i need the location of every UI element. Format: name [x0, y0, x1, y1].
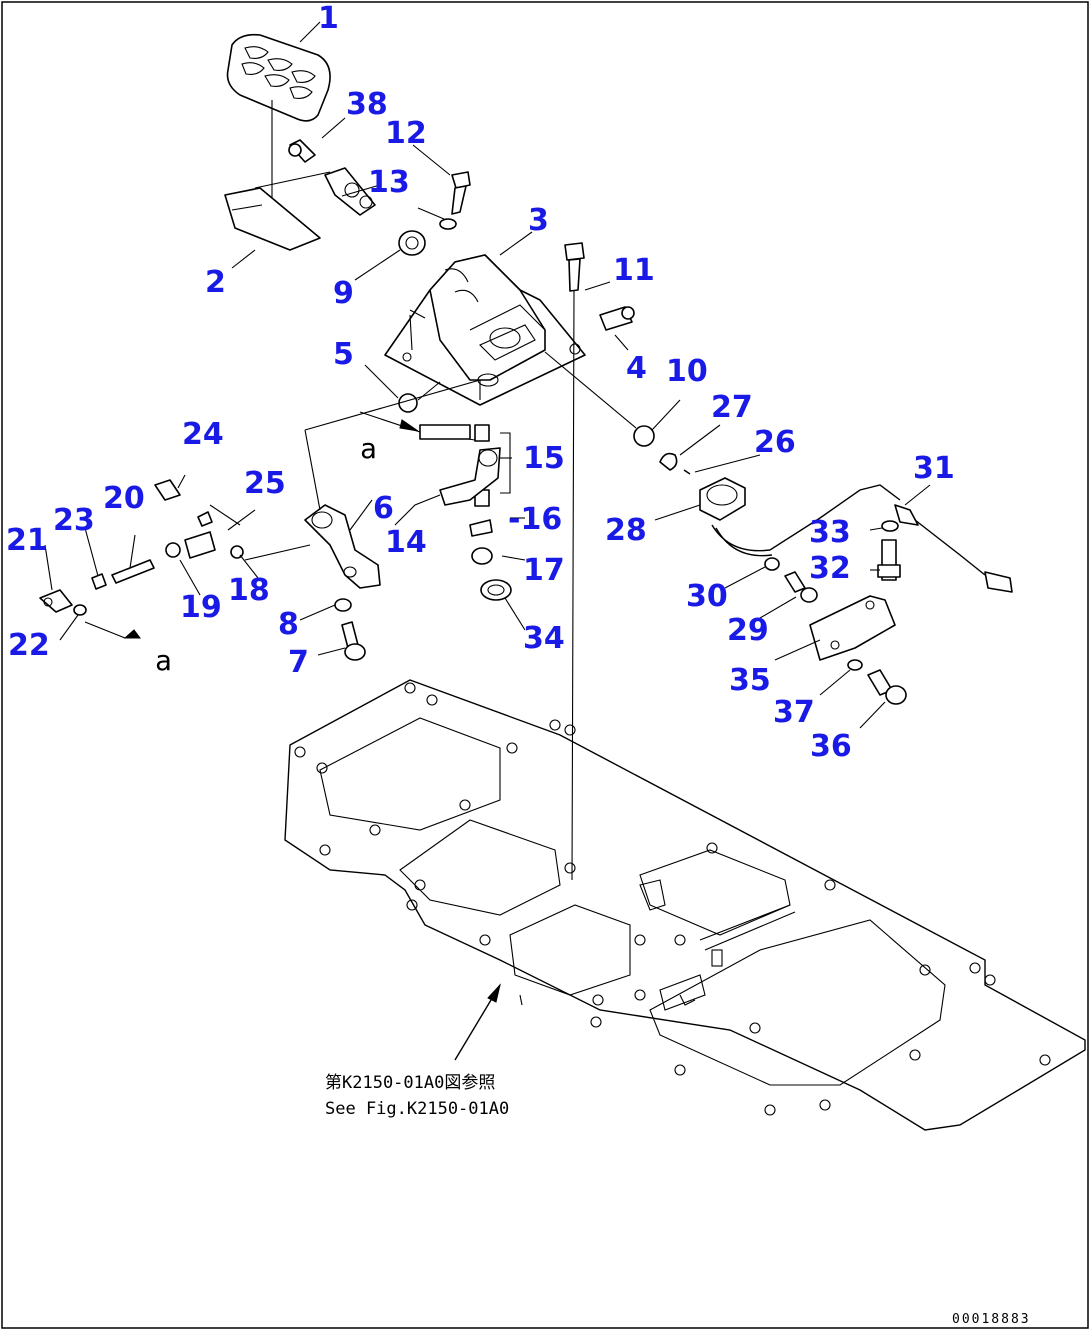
leader-lines [44, 21, 931, 729]
washer-8 [334, 598, 352, 612]
callout-34: 34 [523, 621, 565, 656]
callout-19: 19 [180, 590, 222, 625]
callout-29: 29 [727, 613, 769, 648]
callout-28: 28 [605, 513, 647, 548]
bolt-32 [877, 539, 901, 581]
callout-9: 9 [333, 276, 354, 311]
callout-15: 15 [523, 441, 565, 476]
callout-2: 2 [205, 265, 226, 300]
bolt-12 [451, 171, 471, 215]
lever-14 [439, 447, 501, 506]
washer-33 [881, 520, 899, 532]
reference-arrow [454, 983, 501, 1061]
sensor-28 [699, 477, 1013, 593]
pin-stack [469, 424, 512, 601]
callout-23: 23 [53, 503, 95, 538]
callout-3: 3 [528, 203, 549, 238]
callout-14: 14 [385, 525, 427, 560]
callout-25: 25 [244, 466, 286, 501]
callout-20: 20 [103, 481, 145, 516]
callout-7: 7 [288, 645, 309, 680]
callout-22: 22 [8, 628, 50, 663]
bolt-29 [784, 571, 818, 603]
callout-labels: 1 2 3 4 5 6 7 8 9 10 11 12 13 14 15 -16 … [6, 1, 955, 764]
reference-note-jp: 第K2150-01A0図参照 [325, 1073, 495, 1093]
snap-ring-27 [659, 452, 678, 471]
callout-5: 5 [333, 337, 354, 372]
callout-10: 10 [666, 354, 708, 389]
callout-38: 38 [346, 87, 388, 122]
bolt-11 [564, 242, 585, 292]
view-marker-a-top: a [360, 432, 377, 465]
callout-27: 27 [711, 390, 753, 425]
pedal-arm [224, 167, 376, 251]
linkage-group [39, 479, 311, 639]
callout-26: 26 [754, 425, 796, 460]
callout-1: 1 [318, 1, 339, 36]
bracket-housing [384, 254, 586, 406]
link-arm-6 [304, 379, 481, 589]
callout-18: 18 [228, 573, 270, 608]
callout-21: 21 [6, 523, 48, 558]
reference-note-en: See Fig.K2150-01A0 [325, 1099, 509, 1119]
callout-32: 32 [809, 551, 851, 586]
washer-13 [439, 218, 457, 230]
plate-35 [809, 595, 896, 661]
callout-11: 11 [613, 253, 655, 288]
callout-13: 13 [368, 165, 410, 200]
callout-6: 6 [373, 491, 394, 526]
callout-36: 36 [810, 729, 852, 764]
view-marker-a-bottom: a [155, 644, 172, 677]
callout-24: 24 [182, 417, 224, 452]
washer-37 [847, 659, 863, 671]
bushing-10 [544, 351, 655, 447]
callout-30: 30 [686, 579, 728, 614]
pin-26 [683, 469, 691, 475]
floor-plate [284, 679, 1086, 1131]
callout-37: 37 [773, 695, 815, 730]
callout-31: 31 [913, 451, 955, 486]
bolt-4 [599, 306, 635, 331]
callout-33: 33 [809, 515, 851, 550]
bolt-36 [867, 669, 907, 705]
drawing-number: 00018883 [952, 1312, 1031, 1327]
callout-4: 4 [626, 351, 647, 386]
callout-35: 35 [729, 663, 771, 698]
callout-16: -16 [508, 502, 562, 537]
bushing-9 [398, 230, 426, 256]
bolt-11-axis-line [571, 290, 575, 881]
arrow-a-top [359, 411, 476, 441]
callout-17: 17 [523, 553, 565, 588]
callout-12: 12 [385, 116, 427, 151]
bolt-38 [288, 139, 316, 163]
pedal-pad [226, 33, 331, 122]
bolt-7 [341, 621, 366, 661]
callout-8: 8 [278, 607, 299, 642]
washer-30 [764, 557, 780, 571]
